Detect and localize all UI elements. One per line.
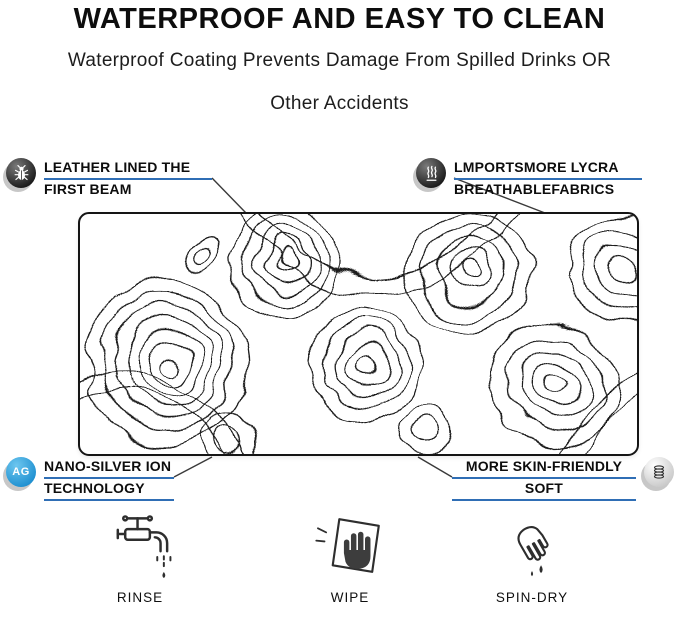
callout-text-line2: TECHNOLOGY [44, 479, 174, 501]
wipe-cloth-icon [315, 518, 380, 573]
headline: WATERPROOF AND EASY TO CLEAN [73, 3, 606, 35]
topographic-pattern [80, 214, 637, 454]
callout-skin-friendly: MORE SKIN-FRIENDLY SOFT [452, 457, 674, 501]
callout-leather-lined: LEATHER LINED THE FIRST BEAM [6, 158, 212, 200]
nano-silver-icon: AG [6, 457, 36, 487]
callout-breathable: LMPORTSMORE LYCRA BREATHABLEFABRICS [416, 158, 642, 200]
soft-coil-icon [644, 457, 674, 487]
feature-spin-dry: SPIN-DRY [477, 511, 587, 605]
callout-text-line2: FIRST BEAM [44, 181, 132, 197]
feature-label-rinse: RINSE [116, 590, 164, 605]
callout-text-line2: BREATHABLEFABRICS [454, 181, 615, 197]
hand-shake-drop-icon [517, 526, 549, 577]
coil-icon-sphere [644, 457, 674, 487]
bug-icon-glyph [14, 164, 28, 180]
callout-text-line1: LMPORTSMORE LYCRA [454, 158, 642, 180]
breathable-icon-sphere [416, 158, 446, 188]
bug-icon-sphere [6, 158, 36, 188]
breathable-fabric-icon [416, 158, 446, 188]
callout-text-line1: MORE SKIN-FRIENDLY [452, 457, 636, 479]
breathable-icon-glyph [426, 165, 437, 181]
ag-icon-text: AG [12, 466, 30, 478]
callout-text-line1: NANO-SILVER ION [44, 457, 174, 479]
callout-text-line2: SOFT [452, 479, 636, 501]
feature-label-wipe: WIPE [330, 590, 370, 605]
faucet-icon [116, 515, 172, 579]
subheadline-line2: Other Accidents [270, 93, 409, 114]
callout-nano-silver: AG NANO-SILVER ION TECHNOLOGY [6, 457, 174, 501]
desk-mat-topographic [78, 212, 639, 456]
ag-icon: AG [6, 457, 36, 487]
bug-icon [6, 158, 36, 188]
feature-wipe: WIPE [295, 511, 405, 605]
subheadline-line1: Waterproof Coating Prevents Damage From … [67, 50, 612, 71]
coil-icon-glyph [653, 465, 665, 479]
feature-rinse: RINSE [85, 511, 195, 605]
feature-label-spin-dry: SPIN-DRY [495, 590, 569, 605]
callout-text-line1: LEATHER LINED THE [44, 158, 212, 180]
